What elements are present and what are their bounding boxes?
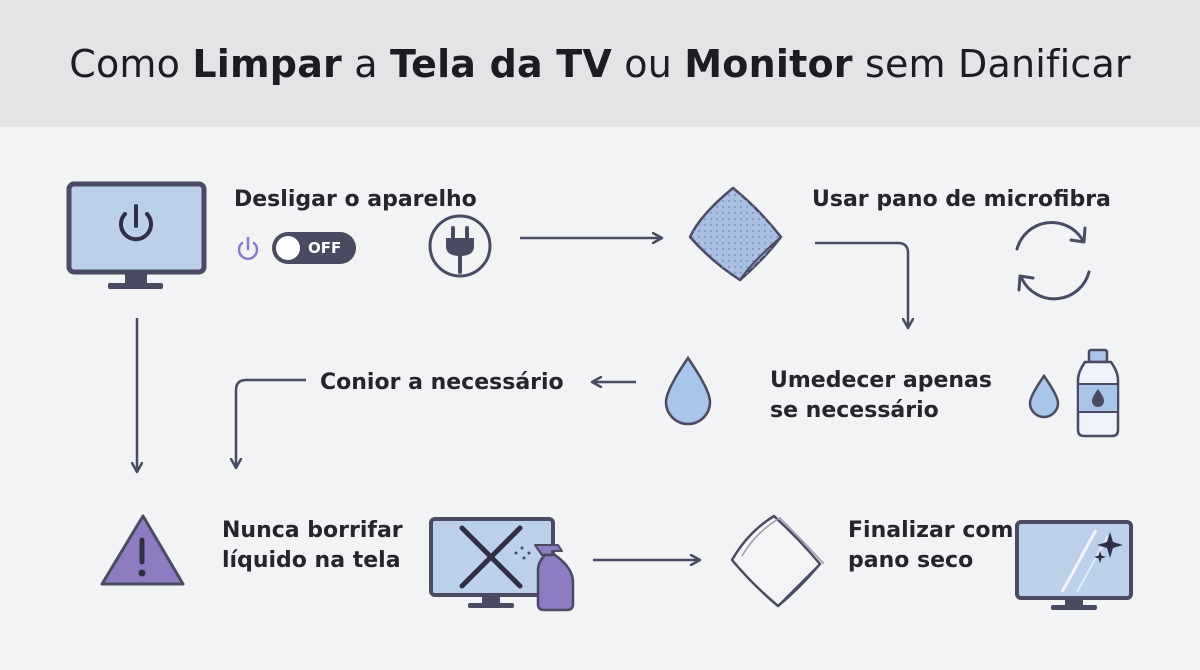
warning-icon (100, 514, 185, 586)
refresh-icon (1015, 221, 1091, 301)
toggle-label: OFF (308, 239, 342, 257)
label-finish-line1: Finalizar com (848, 518, 1014, 543)
power-toggle[interactable]: OFF (272, 232, 356, 264)
plug-icon (428, 214, 492, 278)
water-bottle-icon (1028, 348, 1120, 438)
label-conior: Conior a necessário (320, 370, 564, 395)
power-icon (237, 236, 259, 260)
label-never-spray-line1: Nunca borrifar (222, 518, 403, 543)
page-title: Como Limpar a Tela da TV ou Monitor sem … (69, 41, 1131, 86)
tv-x-icon (429, 517, 555, 608)
label-moisten-line2: se necessário (770, 398, 939, 423)
toggle-knob (276, 236, 300, 260)
tv-power-icon (66, 181, 207, 289)
diagram-canvas (66, 181, 1133, 612)
label-moisten-line1: Umedecer apenas (770, 368, 992, 393)
arrow-cloth-to-moisten (815, 241, 908, 328)
water-drop-icon (664, 355, 712, 426)
arrow-conior-down (236, 378, 306, 468)
header-bar: Como Limpar a Tela da TV ou Monitor sem … (0, 0, 1200, 127)
label-microfiber: Usar pano de microfibra (812, 187, 1111, 212)
spray-bottle-icon (514, 544, 575, 612)
cloth-icon (688, 186, 783, 282)
dry-cloth-icon (730, 514, 825, 608)
label-never-spray-line2: líquido na tela (222, 548, 401, 573)
clean-monitor-icon (1015, 520, 1133, 610)
arrows (137, 238, 908, 560)
label-power-off: Desligar o aparelho (234, 187, 477, 212)
label-finish-line2: pano seco (848, 548, 974, 573)
